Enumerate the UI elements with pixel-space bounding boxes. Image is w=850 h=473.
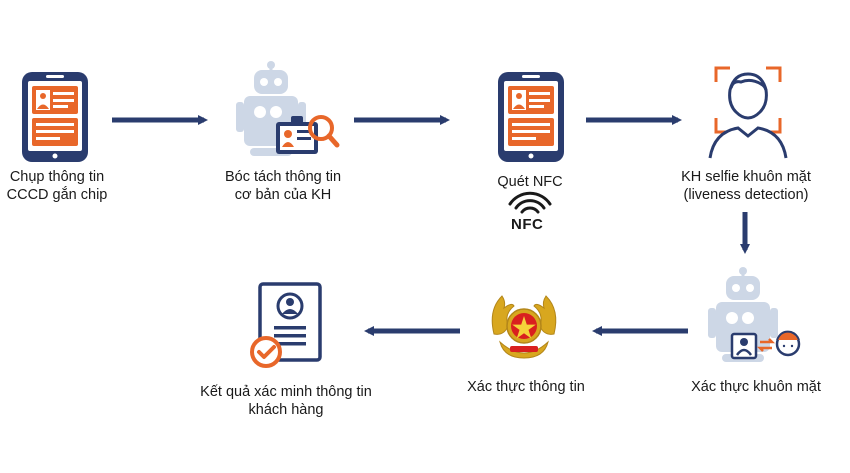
phone-id-card-icon xyxy=(22,72,88,162)
step-label-result: Kết quả xác minh thông tin khách hàng xyxy=(200,383,372,419)
police-emblem-icon xyxy=(491,295,557,359)
step-label-nfc: Quét NFC xyxy=(497,173,562,191)
nfc-badge-text: NFC xyxy=(511,216,544,233)
label-line: Xác thực thông tin xyxy=(467,379,585,395)
robot-id-search-icon xyxy=(236,61,340,156)
label-line: khách hàng xyxy=(248,402,324,418)
step-label-info-verify: Xác thực thông tin xyxy=(467,378,585,396)
face-scan-icon xyxy=(708,66,788,159)
label-line: CCCD gắn chip xyxy=(6,187,108,203)
label-line: Chụp thông tin xyxy=(9,169,105,185)
step-label-selfie: KH selfie khuôn mặt (liveness detection) xyxy=(681,168,811,204)
phone-id-card-icon xyxy=(498,72,564,162)
step-label-extract: Bóc tách thông tin cơ bản của KH xyxy=(225,168,341,204)
label-line: Quét NFC xyxy=(497,174,563,190)
robot-face-match-icon xyxy=(708,267,801,362)
label-line: Kết quả xác minh thông tin xyxy=(200,384,372,400)
nfc-wave-icon xyxy=(508,191,552,214)
label-line: Xác thực khuôn mặt xyxy=(691,379,821,395)
label-line: cơ bản của KH xyxy=(234,187,332,203)
label-line: KH selfie khuôn mặt xyxy=(681,169,811,185)
label-line: Bóc tách thông tin xyxy=(224,169,342,185)
label-line: (liveness detection) xyxy=(683,187,809,203)
step-label-face-verify: Xác thực khuôn mặt xyxy=(691,378,821,396)
verified-document-icon xyxy=(250,282,322,368)
step-label-capture: Chụp thông tin CCCD gắn chip xyxy=(7,168,108,204)
